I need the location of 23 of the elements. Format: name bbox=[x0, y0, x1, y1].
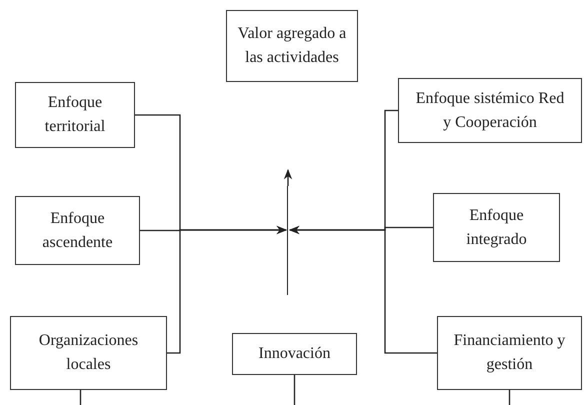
box-text: Organizaciones locales bbox=[38, 331, 140, 375]
box-text: Enfoque territorial bbox=[44, 93, 106, 137]
box-text: Enfoque sistémico Red y Cooperación bbox=[415, 88, 565, 132]
arrow bbox=[284, 168, 292, 186]
box-text: Valor agregado a las actividades bbox=[236, 24, 348, 68]
connector-line bbox=[294, 375, 296, 405]
box-text: Enfoque integrado bbox=[465, 206, 528, 250]
connector-line bbox=[508, 390, 510, 405]
text-box bbox=[232, 333, 357, 375]
text-box bbox=[10, 316, 167, 390]
box-text: Enfoque ascendente bbox=[41, 208, 114, 252]
box-text: Financiamiento y gestión bbox=[452, 331, 566, 375]
arrow bbox=[167, 226, 288, 354]
arrow bbox=[288, 226, 437, 354]
text-box bbox=[15, 196, 140, 265]
text-box bbox=[226, 10, 358, 82]
vertical-line bbox=[287, 186, 288, 295]
connector-line bbox=[80, 390, 82, 405]
text-box bbox=[437, 316, 582, 390]
text-box bbox=[433, 193, 560, 262]
box-text: Innovación bbox=[258, 344, 330, 364]
text-box bbox=[398, 78, 582, 143]
text-box bbox=[15, 82, 135, 148]
